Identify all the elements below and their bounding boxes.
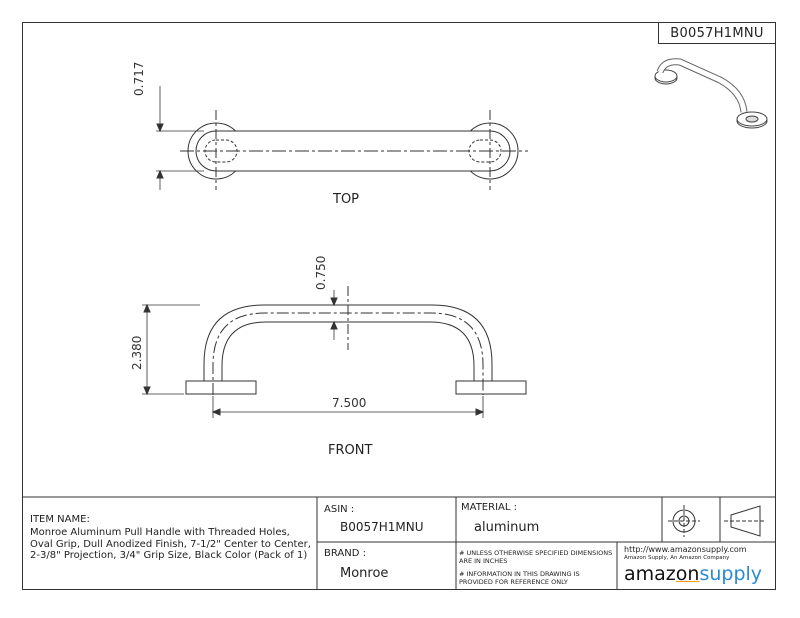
company-url[interactable]: http://www.amazonsupply.com — [624, 545, 747, 554]
part-number-box: B0057H1MNU — [658, 22, 776, 44]
isometric-handle-icon — [654, 58, 768, 129]
dim-front-grip: 0.750 — [314, 255, 328, 290]
item-name: Monroe Aluminum Pull Handle with Threade… — [30, 527, 311, 561]
top-view-label: TOP — [333, 192, 360, 207]
asin-label: ASIN : — [324, 504, 355, 515]
brand-value: Monroe — [340, 566, 389, 581]
item-name-label: ITEM NAME: — [30, 514, 90, 525]
drawing-frame — [22, 22, 776, 590]
note-reference: # INFORMATION IN THIS DRAWING IS PROVIDE… — [459, 570, 580, 586]
dim-front-center: 7.500 — [332, 396, 367, 410]
note-units: # UNLESS OTHERWISE SPECIFIED DIMENSIONS … — [459, 549, 613, 565]
amazon-supply-logo: amazonsupply — [624, 563, 762, 585]
asin-value: B0057H1MNU — [340, 520, 424, 534]
dim-front-projection: 2.380 — [130, 335, 144, 370]
logo-on: on — [675, 563, 700, 585]
brand-label: BRAND : — [324, 548, 366, 559]
material-value: aluminum — [474, 520, 540, 535]
material-label: MATERIAL : — [461, 502, 517, 513]
company-name: Amazon Supply, An Amazon Company — [624, 555, 730, 561]
projection-symbol-icon — [668, 505, 766, 537]
logo-amaz: amaz — [624, 563, 676, 585]
front-view-label: FRONT — [328, 443, 373, 458]
dim-top-height: 0.717 — [132, 61, 146, 96]
top-view — [156, 86, 528, 190]
logo-supply: supply — [699, 563, 763, 585]
front-view — [142, 286, 527, 418]
title-block-grid — [22, 496, 776, 590]
